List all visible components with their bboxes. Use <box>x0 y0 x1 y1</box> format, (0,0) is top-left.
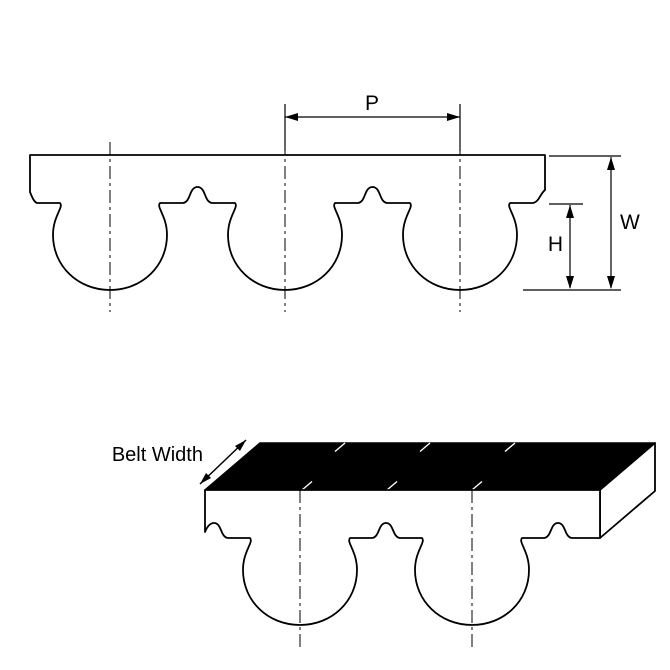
height-label: H <box>548 233 563 256</box>
seam-tick <box>504 442 516 453</box>
width-arrow-bottom <box>607 276 615 289</box>
seam-tick <box>386 480 398 491</box>
height-arrow-top <box>566 205 574 218</box>
height-arrow-bottom <box>566 276 574 289</box>
seam-tick <box>334 442 346 453</box>
belt-width-arrowhead-lower <box>200 473 211 484</box>
pitch-arrow-left <box>285 113 298 121</box>
belt-isometric-view: Belt Width <box>112 439 656 648</box>
pitch-label: P <box>365 92 379 115</box>
belt-cross-section-view: P W H <box>29 92 640 312</box>
pitch-arrow-right <box>447 113 460 121</box>
belt-top-face <box>204 442 656 491</box>
belt-front-profile <box>204 489 601 626</box>
belt-profile-outline <box>29 154 546 291</box>
seam-tick <box>419 442 431 453</box>
seam-tick <box>301 480 313 491</box>
width-arrow-top <box>607 157 615 170</box>
width-label: W <box>620 211 640 234</box>
belt-width-label: Belt Width <box>112 444 203 466</box>
belt-width-arrowhead-upper <box>235 440 246 451</box>
seam-tick <box>471 480 483 491</box>
